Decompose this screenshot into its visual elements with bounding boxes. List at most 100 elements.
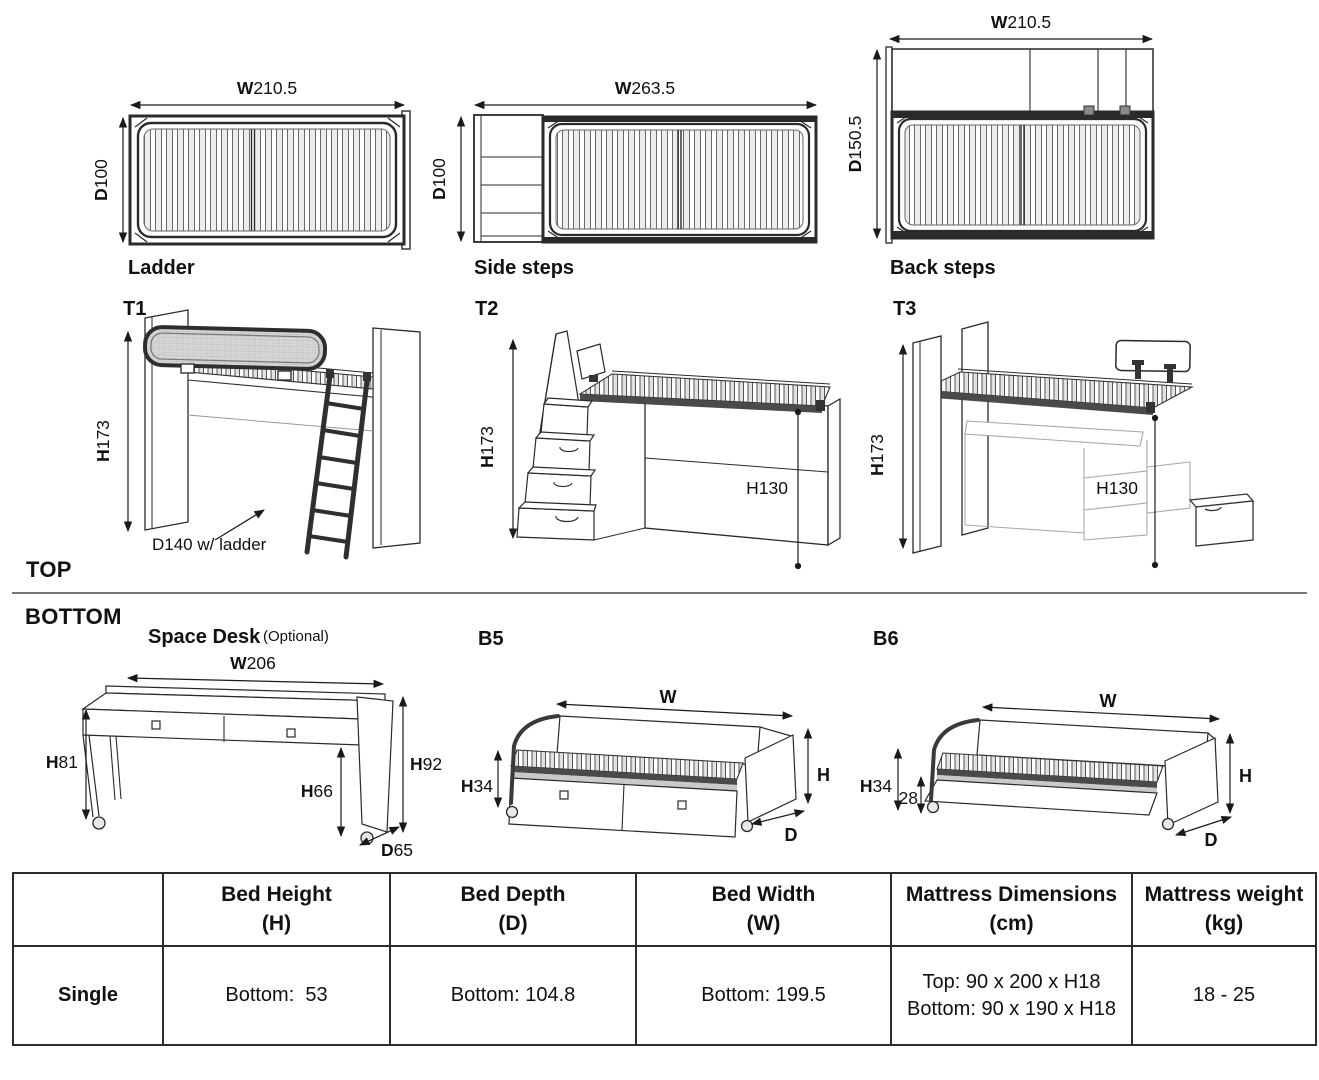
table-cell-bed-depth: Bottom: 104.8 — [389, 947, 635, 1044]
right-panel — [356, 696, 394, 833]
rail-bracket — [1146, 402, 1155, 413]
h34-label: H34 — [461, 776, 493, 796]
rail-mount — [277, 370, 292, 381]
caster-wheel — [92, 816, 106, 830]
right-panel — [744, 734, 797, 823]
drawer-handle — [151, 720, 161, 730]
height-dimension-label: H173 — [93, 420, 113, 462]
height-dimension-label: H173 — [477, 426, 497, 468]
top-section-label: TOP — [26, 557, 72, 582]
depth-dimension-label: D150.5 — [845, 116, 865, 172]
table-header-mattress-dimensions: Mattress Dimensions (cm) — [890, 874, 1131, 947]
width-label: W — [660, 687, 677, 707]
step-drawer — [1188, 493, 1255, 547]
t2-title: T2 — [475, 298, 498, 320]
drawer-handle — [677, 800, 687, 810]
guard-bolts — [1132, 360, 1176, 383]
rail-mount — [180, 363, 195, 374]
step-dividers — [1029, 49, 1127, 112]
drawer-handle — [555, 515, 579, 523]
ladder — [304, 369, 371, 560]
t1-drawing: T1 H173 D140 w/ ladder — [93, 298, 421, 560]
table-cell-bed-width: Bottom: 199.5 — [635, 947, 890, 1044]
step-dividers — [481, 156, 543, 237]
d-dimension-line — [1175, 815, 1232, 837]
back-steps-unit — [891, 48, 1154, 113]
under-bed-furniture — [964, 420, 1191, 541]
h-label: H — [1239, 766, 1252, 786]
cabinet-side — [827, 397, 841, 547]
side-steps-title: Side steps — [474, 257, 574, 279]
corner-rail — [929, 718, 980, 802]
d65-label: D65 — [381, 840, 413, 860]
bed-rail — [511, 766, 737, 785]
back-steps-title: Back steps — [890, 257, 996, 279]
h-label: H — [817, 765, 830, 785]
height-dimension-label: H173 — [867, 434, 887, 476]
bottom-section-label: BOTTOM — [25, 604, 122, 629]
guard-rail — [142, 325, 328, 371]
clip — [1119, 105, 1131, 116]
space-desk-title: Space Desk — [148, 626, 261, 648]
width-dimension-label: W210.5 — [991, 12, 1051, 32]
corner-rail — [509, 714, 560, 805]
d65-dimension-line — [359, 826, 400, 846]
t2-drawing: T2 H173 H130 — [475, 298, 841, 570]
table-cell-mattress-dimensions: Top: 90 x 200 x H18 Bottom: 90 x 190 x H… — [890, 947, 1131, 1044]
table-header-bed-height: Bed Height (H) — [162, 874, 389, 947]
width-label: W — [1100, 691, 1117, 711]
h81-label: H81 — [46, 752, 78, 772]
desk-edge — [187, 414, 374, 432]
d-dimension-line — [750, 809, 806, 826]
depth-dimension-label: D100 — [91, 159, 111, 201]
t1-depth-note: D140 w/ ladder — [152, 535, 267, 554]
b5-title: B5 — [478, 628, 504, 650]
bed-rail — [937, 769, 1157, 788]
d-label: D — [1205, 830, 1218, 850]
staircase — [516, 330, 597, 541]
bed-rail — [580, 394, 822, 413]
h66-label: H66 — [301, 781, 333, 801]
spec-drawings: W210.5 D100 Ladder W263.5 D100 Side step… — [12, 12, 1307, 860]
front-panel — [924, 779, 1158, 816]
ladder-title: Ladder — [128, 257, 195, 279]
table-header-empty — [14, 874, 162, 947]
width-dimension-line — [126, 674, 385, 688]
h34-label: H34 — [860, 776, 892, 796]
t1-title: T1 — [123, 298, 146, 320]
spec-table: Bed Height (H) Bed Depth (D) Bed Width (… — [12, 872, 1317, 1046]
bed-rail — [922, 390, 1153, 415]
note-arrow — [214, 509, 265, 541]
steps-unit — [473, 114, 544, 243]
width-dimension-label: W210.5 — [237, 78, 297, 98]
cabinet-front — [644, 391, 829, 546]
clip — [1083, 105, 1095, 116]
depth-dimension-label: D100 — [429, 158, 449, 200]
corner-braces — [134, 117, 401, 243]
ladder-top-view: W210.5 D100 Ladder — [91, 78, 411, 279]
width-dimension-line — [981, 703, 1221, 723]
back-guard-rail — [1115, 339, 1191, 373]
t3-title: T3 — [893, 298, 916, 320]
table-header-mattress-weight: Mattress weight (kg) — [1131, 874, 1315, 947]
clearance-label: 28 — [899, 788, 918, 808]
b5-drawing: B5 W H34 H D — [461, 628, 830, 845]
head-guard — [576, 343, 606, 380]
bed-slats — [143, 128, 391, 232]
table-header-bed-width: Bed Width (W) — [635, 874, 890, 947]
table-cell-mattress-weight: 18 - 25 — [1131, 947, 1315, 1044]
bed-slats — [904, 124, 1141, 226]
bed-slats — [555, 129, 804, 230]
drawer-handle — [286, 728, 296, 738]
corner-braces — [547, 119, 812, 240]
b6-drawing: B6 W H34 28 H D — [860, 628, 1252, 850]
caster-wheel — [740, 819, 754, 833]
table-row-label: Single — [57, 984, 118, 1006]
right-panel — [372, 327, 421, 549]
left-panel — [912, 335, 942, 554]
width-dimension-label: W263.5 — [615, 78, 675, 98]
rail-bracket — [816, 400, 825, 411]
drawer-handle — [559, 790, 569, 800]
back-steps-top-view: W210.5 D150.5 Back steps — [845, 12, 1155, 279]
